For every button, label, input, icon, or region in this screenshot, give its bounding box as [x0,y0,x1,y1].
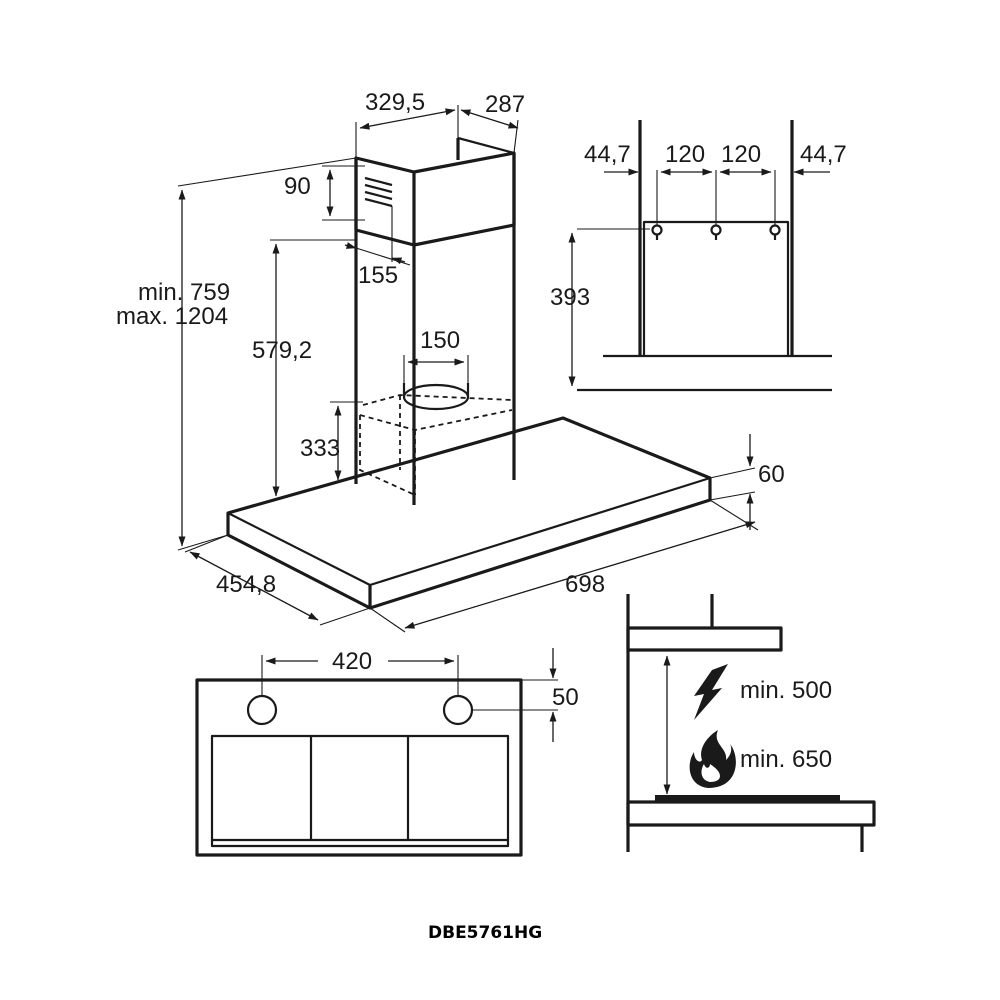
hood-width-label: 698 [565,571,605,598]
hood-depth-label: 454,8 [216,571,276,598]
chimney-width-label: 329,5 [365,89,425,116]
clearance-view: min. 500 min. 650 [626,594,876,852]
vent-height-dim: 90 [284,165,365,221]
light-right-icon [442,694,474,726]
vent-slots [364,176,393,208]
chimney-lower-label: 579,2 [252,337,312,364]
vent-offset-dim: 155 [344,206,411,289]
model-label: DBE5761HG [428,923,542,943]
chimney-depth-dim: 287 [460,91,525,154]
hood-thickness-label: 60 [758,461,785,488]
bracket-view: 44,7 120 120 44,7 393 [550,120,847,392]
main-isometric-view: 329,5 287 90 155 579,2 [116,89,785,633]
outlet-diameter-label: 150 [420,327,460,354]
hood-depth-dim: 454,8 [184,534,371,626]
keyhole-left-icon [651,224,663,240]
spacing-left-label: 120 [665,141,705,168]
hood-thickness-dim: 60 [709,434,785,530]
vent-offset-label: 155 [358,262,398,289]
light-left-icon [246,694,278,726]
chimney-lower-dim: 579,2 [252,239,356,497]
gas-flame-icon [689,730,736,788]
bottom-view: 420 50 [195,648,579,857]
spacing-right-label: 120 [721,141,761,168]
electric-min-label: min. 500 [740,677,832,704]
electric-hob-icon [694,664,728,720]
hood-width-dim: 698 [369,499,759,633]
motor-height-label: 333 [300,435,340,462]
edge-left-label: 44,7 [584,141,631,168]
chimney [354,136,516,505]
edge-right-label: 44,7 [800,141,847,168]
keyhole-right-icon [769,224,781,240]
height-max-label: max. 1204 [116,303,228,330]
chimney-width-dim: 329,5 [355,89,459,158]
bracket-height-label: 393 [550,284,590,311]
light-offset-label: 50 [552,684,579,711]
keyhole-center-icon [710,224,722,240]
vent-height-label: 90 [284,173,311,200]
chimney-depth-label: 287 [485,91,525,118]
overall-height-dim: min. 759 max. 1204 [116,157,357,551]
light-spacing-label: 420 [332,648,372,675]
gas-min-label: min. 650 [740,746,832,773]
outlet-diameter-dim: 150 [403,327,469,383]
height-min-label: min. 759 [138,279,230,306]
motor-height-dim: 333 [300,401,363,481]
